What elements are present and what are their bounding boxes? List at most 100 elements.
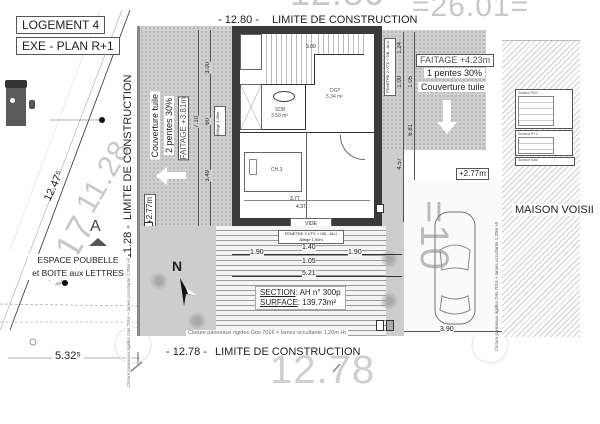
surface-table-rdc-rows — [518, 96, 554, 126]
section-label: SECTION — [260, 288, 296, 297]
surface-table-rdc-title: Surface RDC — [518, 91, 539, 95]
left-window-label: Allège 1,00m — [214, 106, 226, 136]
section-marker-arrow-icon — [89, 238, 107, 246]
staircase — [262, 34, 315, 85]
ghost-dimension-bottom: 12.78 — [270, 348, 376, 392]
tree-icon — [148, 270, 170, 292]
window-type: FENETRE 2 VTX + OB - ALU — [284, 231, 338, 236]
bedroom-name: CH.3 — [271, 167, 283, 173]
left-roof-arrow-head-icon — [156, 167, 167, 185]
ghost-dimension-top-right: =26.01= — [412, 0, 530, 23]
tree-icon — [378, 248, 400, 270]
downspout-icon — [376, 204, 384, 213]
terrace-dim-line-2 — [232, 276, 402, 277]
top-limit-dimension: - 12.80 - — [218, 14, 259, 26]
trash-bin-icon — [5, 80, 35, 126]
shower — [240, 84, 262, 130]
right-roof-eave: +2.77m — [456, 168, 489, 180]
bottom-left-dimension: 5.32⁵ — [52, 350, 84, 362]
terrace-window-label: FENETRE 2 VTX + OB - ALU Allège 1,00m — [278, 230, 344, 244]
bin-area-line-1: ESPACE POUBELLE — [37, 255, 119, 265]
dgt-name: DGT — [330, 88, 341, 94]
ghost-dimension-top: 12.80 — [290, 0, 385, 14]
sdb-name: SDB — [275, 107, 286, 113]
left-dim-line-2 — [210, 30, 211, 226]
left-dim-line-1 — [198, 30, 199, 226]
partition-wall — [240, 132, 374, 133]
tree-icon — [378, 290, 400, 312]
right-dim-line-1 — [403, 32, 404, 222]
left-roof-ridge: FAITAGE +3.81m — [178, 96, 189, 161]
sheet-title: EXE - PLAN R+1 — [16, 37, 120, 55]
bottom-limit-label: LIMITE DE CONSTRUCTION — [215, 346, 361, 358]
bathtub-icon — [273, 91, 295, 102]
right-dim-5: 4.57 — [397, 158, 403, 170]
surface-table-r1-title: Surface R+1 — [518, 132, 538, 136]
left-limit-label: LIMITE DE CONSTRUCTION — [122, 74, 134, 220]
surface-value: : 139.73m² — [297, 298, 337, 307]
neighbor-house — [502, 40, 580, 337]
room-dim-width: 3.77 — [290, 196, 300, 202]
right-dim-1: 1.24 — [397, 42, 403, 54]
parking-area — [404, 180, 503, 336]
parking-width: 3.90 — [440, 326, 454, 333]
interior-line — [306, 132, 307, 218]
left-parcel-edge — [137, 26, 140, 336]
bin-area-line-2: et BOITE aux LETTRES — [32, 268, 124, 278]
right-roof-arrow-icon — [443, 100, 451, 124]
right-dim-4: 6.81 — [408, 124, 414, 136]
left-dim-3: 60 — [205, 118, 211, 125]
surface-label: SURFACE — [260, 298, 298, 307]
surface-table-r1: Surface R+1 — [515, 130, 573, 156]
terrace-dim-center-top: 1.40 — [302, 244, 316, 251]
left-dim-2: 7.10 — [194, 116, 200, 128]
bin-area-label: ESPACE POUBELLE et BOITE aux LETTRES — [28, 254, 128, 280]
left-roof-covering: Couverture tuile — [150, 92, 160, 160]
sdb-area: 3.50 m² — [271, 113, 288, 119]
window-sill: Allège 1,00m — [299, 237, 323, 242]
car-icon — [434, 211, 476, 325]
staircase-upper — [314, 34, 364, 55]
surface-table-rdc: Surface RDC — [515, 89, 573, 129]
terrace-dim-right: 1.90 — [348, 249, 362, 256]
right-dim-line-2 — [414, 32, 415, 222]
fence-note-bottom: Cloture panneaux rigides Gris 7016 + lam… — [186, 330, 348, 336]
section-marker-letter: A — [90, 218, 101, 235]
right-roof-arrow-head-icon — [437, 122, 457, 134]
tree-icon — [186, 310, 208, 332]
north-arrow-icon — [180, 278, 198, 306]
terrace-decking — [216, 226, 386, 336]
terrace-dim-line-1 — [232, 254, 402, 255]
left-dim-4: 3.49 — [205, 170, 211, 182]
bed-icon: CH.3 — [244, 152, 302, 192]
parcel-info-box: SECTION: AH n° 300p SURFACE: 139.73m² — [255, 286, 346, 310]
right-dim-2: 1.00 — [397, 76, 403, 88]
room-sdb: SDB 3.50 m² — [260, 84, 306, 130]
right-dim-3: 1.05 — [408, 76, 414, 88]
stair-dim: 3.00 — [306, 44, 316, 50]
shower-icon — [240, 84, 262, 130]
right-roof-covering: Couverture tuile — [418, 82, 488, 92]
terrace-dim-center-mid: 1.05 — [302, 258, 316, 265]
left-dim-1: 3.00 — [205, 62, 211, 74]
right-roof-ridge: FAITAGE +4.23m — [416, 54, 495, 67]
top-limit-label: LIMITE DE CONSTRUCTION — [272, 14, 418, 26]
neighbor-label: MAISON VOISII — [512, 204, 597, 216]
terrace-dim-total: 5.21 — [302, 270, 316, 277]
terrace-dim-left: 1.90 — [250, 249, 264, 256]
right-window-label: FENETRE 2 VTX + OB - ALU — [384, 38, 396, 96]
dimension-line — [244, 200, 370, 201]
dgt-area: 5.34 m² — [326, 94, 343, 100]
surface-total: Surface total — [515, 157, 575, 166]
bottom-limit-dimension: - 12.78 - — [166, 346, 207, 358]
closet — [240, 34, 262, 70]
surface-table-r1-rows — [518, 137, 554, 154]
section-value: : AH n° 300p — [295, 288, 341, 297]
room-dim-window: 4.37 — [296, 204, 306, 210]
fence-note-left: Cloture panneaux rigides Gris 7016 + lam… — [126, 258, 131, 388]
right-roof-slopes: 1 pentes 30% — [424, 68, 486, 78]
north-label: N — [172, 258, 183, 274]
left-roof-arrow-icon — [166, 172, 186, 179]
project-title: LOGEMENT 4 — [16, 16, 106, 34]
meter-box-icon — [386, 320, 394, 331]
